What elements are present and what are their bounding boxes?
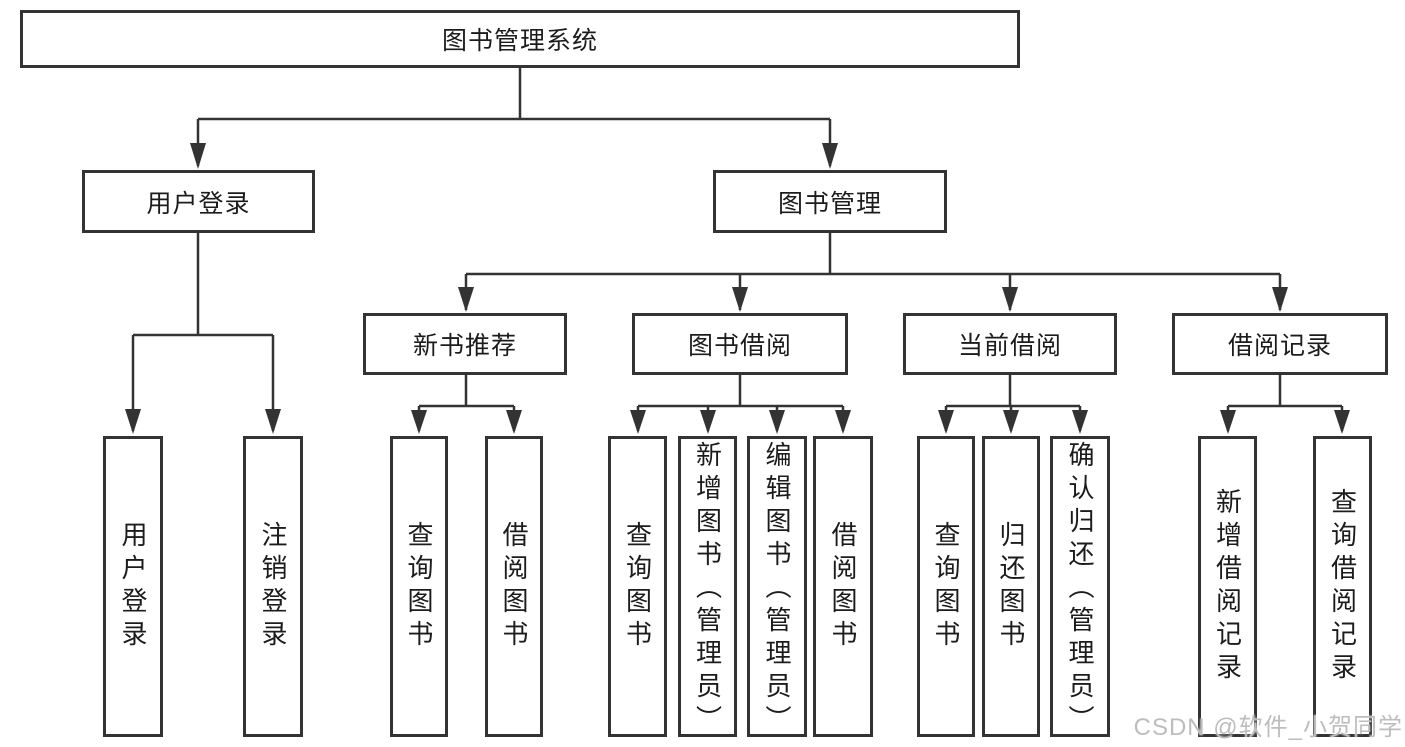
leaf-add-borrow-record: 新增借阅记录: [1198, 436, 1257, 737]
leaf-borrow-books-borrowing: 借阅图书: [813, 436, 873, 737]
leaf-logout-label: 注销登录: [258, 520, 288, 653]
leaf-user-login-label: 用户登录: [118, 520, 148, 653]
leaf-add-book-admin-label: 新增图书（管理员）: [692, 440, 723, 738]
leaf-query-books-current: 查询图书: [917, 436, 975, 737]
csdn-watermark: CSDN @软件_小贺同学: [1133, 714, 1403, 741]
leaf-return-book: 归还图书: [982, 436, 1040, 737]
connector-paths: [131, 66, 1344, 431]
node-new-book-recommend-label: 新书推荐: [412, 332, 517, 360]
leaf-query-borrow-record-label: 查询借阅记录: [1327, 487, 1358, 686]
leaf-query-borrow-record: 查询借阅记录: [1313, 436, 1372, 737]
node-new-book-recommend: 新书推荐: [363, 313, 567, 375]
leaf-query-books-borrowing-label: 查询图书: [622, 520, 653, 653]
leaf-add-borrow-record-label: 新增借阅记录: [1212, 487, 1243, 686]
leaf-user-login: 用户登录: [103, 436, 163, 737]
node-user-login-label: 用户登录: [146, 189, 251, 218]
leaf-return-book-label: 归还图书: [996, 520, 1026, 653]
node-book-management: 图书管理: [713, 170, 947, 233]
leaf-borrow-books-borrowing-label: 借阅图书: [828, 520, 858, 653]
node-root: 图书管理系统: [20, 10, 1020, 68]
node-book-management-label: 图书管理: [777, 189, 882, 218]
node-borrowing-records-label: 借阅记录: [1227, 332, 1332, 360]
node-book-borrowing-label: 图书借阅: [687, 332, 792, 360]
node-root-label: 图书管理系统: [441, 27, 598, 55]
leaf-borrow-books-recommend: 借阅图书: [485, 436, 543, 737]
leaf-query-books-borrowing: 查询图书: [608, 436, 667, 737]
leaf-query-books-current-label: 查询图书: [931, 520, 961, 653]
leaf-borrow-books-recommend-label: 借阅图书: [499, 520, 529, 653]
node-current-borrowing-label: 当前借阅: [957, 332, 1062, 360]
leaf-confirm-return-admin: 确认归还（管理员）: [1050, 436, 1110, 738]
leaf-edit-book-admin-label: 编辑图书（管理员）: [762, 440, 792, 738]
leaf-edit-book-admin: 编辑图书（管理员）: [747, 436, 807, 738]
node-user-login: 用户登录: [82, 170, 315, 233]
leaf-confirm-return-admin-label: 确认归还（管理员）: [1065, 440, 1095, 738]
node-book-borrowing: 图书借阅: [632, 313, 848, 375]
node-borrowing-records: 借阅记录: [1172, 313, 1388, 375]
arrowhead-icons: [125, 143, 1350, 434]
leaf-query-books-recommend-label: 查询图书: [404, 520, 434, 653]
node-current-borrowing: 当前借阅: [903, 313, 1117, 375]
leaf-logout: 注销登录: [243, 436, 303, 737]
leaf-add-book-admin: 新增图书（管理员）: [678, 436, 737, 738]
leaf-query-books-recommend: 查询图书: [390, 436, 448, 737]
